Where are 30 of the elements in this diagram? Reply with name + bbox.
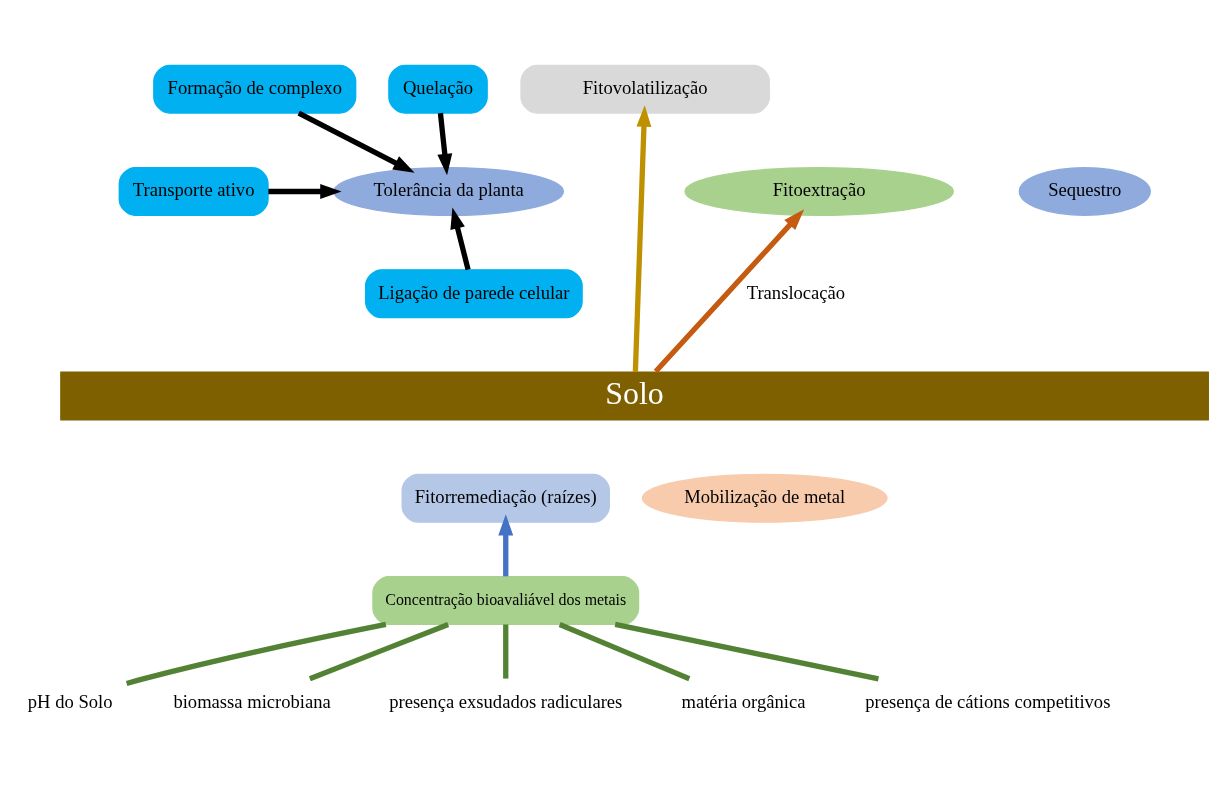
node-box: Solo xyxy=(60,371,1209,421)
connector xyxy=(558,622,691,682)
node-box: Ligação de parede celular xyxy=(364,269,583,319)
node-box: Formação de complexo xyxy=(153,64,357,114)
node-text: pH do Solo xyxy=(27,690,113,712)
arrow xyxy=(268,184,342,199)
node-ellipse: Tolerância da planta xyxy=(333,166,565,217)
node-box: Transporte ativo xyxy=(118,166,269,217)
node-box: Fitovolatilização xyxy=(520,64,771,114)
node-ellipse: Sequestro xyxy=(1018,166,1151,217)
arrow xyxy=(450,207,471,271)
node-text: presença exsudados radiculares xyxy=(389,690,623,712)
arrow xyxy=(653,209,805,374)
node-box: Fitorremediação (raízes) xyxy=(401,473,610,523)
arrow xyxy=(632,105,652,373)
node-text: presença de cátions competitivos xyxy=(865,690,1111,712)
arrow xyxy=(297,110,415,173)
node-text: matéria orgânica xyxy=(681,690,806,712)
node-box: Concentração bioavaliável dos metais xyxy=(372,575,640,626)
connector xyxy=(503,624,509,679)
node-text: biomassa microbiana xyxy=(173,690,331,712)
node-ellipse: Mobilização de metal xyxy=(641,473,888,523)
edge-label: Translocação xyxy=(746,281,846,303)
arrow xyxy=(498,514,514,577)
node-box: Quelação xyxy=(388,64,488,114)
connector xyxy=(614,621,879,682)
node-ellipse: Fitoextração xyxy=(684,166,954,217)
connector xyxy=(308,622,450,682)
arrow xyxy=(437,112,453,176)
connector xyxy=(125,621,387,686)
